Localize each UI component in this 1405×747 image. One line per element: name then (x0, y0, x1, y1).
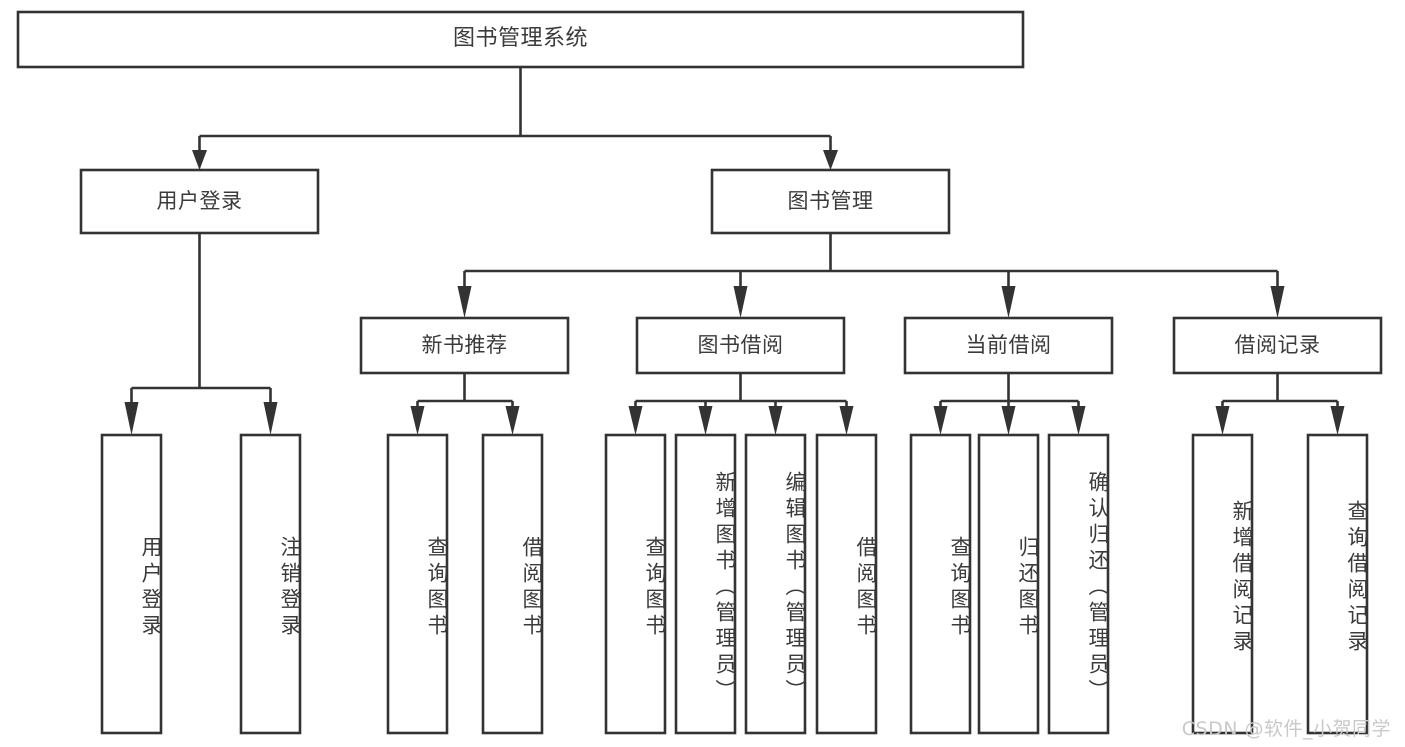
node-box-leaf-bb-query[interactable] (604, 433, 667, 735)
node-box-leaf-bb-add[interactable] (674, 433, 737, 735)
node-box-leaf-nb-borrow[interactable] (481, 433, 544, 735)
arrow-head-bb-edit (768, 406, 783, 435)
node-box-current-borrow[interactable] (903, 316, 1114, 375)
arrow-head-book-borrow (733, 286, 748, 318)
node-box-user-login[interactable] (79, 168, 320, 235)
node-box-leaf-cb-confirm[interactable] (1047, 433, 1110, 735)
node-box-leaf-cb-return[interactable] (977, 433, 1040, 735)
node-box-leaf-br-add[interactable] (1191, 433, 1254, 735)
arrow-head-book-manage (823, 150, 838, 170)
arrow-head-bb-borrow (839, 406, 854, 435)
arrow-head-bb-add (698, 406, 713, 435)
node-box-leaf-bb-edit[interactable] (744, 433, 807, 735)
arrow-head-cb-return (1001, 406, 1016, 435)
connector-layer (124, 67, 1345, 435)
arrow-head-borrow-record (1270, 286, 1285, 318)
node-box-book-manage[interactable] (710, 168, 951, 235)
arrow-head-nb-borrow (505, 406, 520, 435)
node-box-new-book-recommend[interactable] (359, 316, 570, 375)
arrow-head-br-add (1215, 406, 1230, 435)
node-box-book-borrow[interactable] (635, 316, 846, 375)
node-layer (16, 10, 1383, 735)
node-box-leaf-user-login[interactable] (100, 433, 163, 735)
arrow-head-leaf-user-login (124, 402, 139, 435)
node-box-borrow-record[interactable] (1172, 316, 1383, 375)
arrow-head-nb-query (410, 406, 425, 435)
arrow-head-new-book (457, 286, 472, 318)
arrow-head-leaf-logout (263, 402, 278, 435)
node-box-leaf-cb-query[interactable] (909, 433, 972, 735)
node-box-leaf-nb-query[interactable] (386, 433, 449, 735)
arrow-head-user-login (192, 150, 207, 170)
arrow-head-bb-query (628, 406, 643, 435)
node-box-leaf-logout[interactable] (239, 433, 302, 735)
node-box-leaf-br-query[interactable] (1306, 433, 1369, 735)
arrow-head-br-query (1330, 406, 1345, 435)
arrow-head-cb-confirm (1071, 406, 1086, 435)
arrow-head-cb-query (933, 406, 948, 435)
node-box-leaf-bb-borrow[interactable] (815, 433, 878, 735)
node-box-root[interactable] (16, 10, 1025, 69)
arrow-head-current-borrow (1001, 286, 1016, 318)
